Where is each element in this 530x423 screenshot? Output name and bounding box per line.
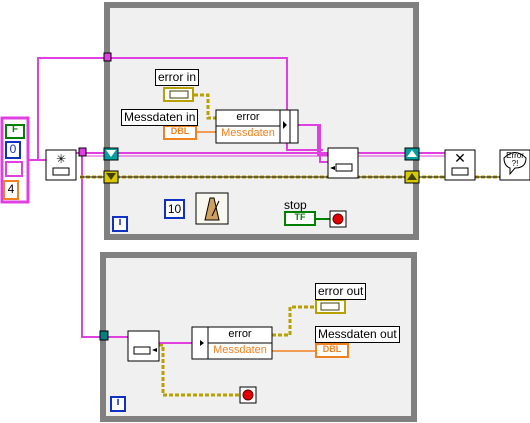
- obtain-queue-node[interactable]: ✳: [45, 149, 77, 181]
- bundle-arrow-icon: [283, 121, 287, 129]
- error-in-terminal[interactable]: [163, 87, 194, 102]
- error-out-label: error out: [315, 283, 367, 300]
- loop1-left-shift-register-arrow: [106, 173, 116, 180]
- loop2-condition-terminal[interactable]: [239, 386, 257, 404]
- loop1-right-shift-register-arrow: [407, 173, 417, 180]
- cluster-numeric-value: 0: [9, 142, 17, 156]
- stop-terminal[interactable]: [284, 211, 316, 226]
- loop2-top-tunnel[interactable]: [78, 147, 87, 157]
- bundle-field-messdaten: Messdaten: [221, 127, 275, 139]
- loop1-iteration-label: i: [118, 216, 122, 228]
- loop1-right-shift-register-up: [407, 150, 417, 157]
- wait-ms-constant[interactable]: [164, 199, 185, 219]
- cluster-bool-text: F: [11, 124, 19, 135]
- stop-label: stop: [284, 198, 307, 212]
- loop1-top-tunnel[interactable]: [103, 52, 112, 62]
- queue-glyph: [52, 167, 70, 176]
- metronome-wait-icon: [204, 197, 220, 221]
- loop2-iteration-label: i: [116, 396, 120, 408]
- messdaten-in-label: Messdaten in: [121, 109, 199, 126]
- unbundle-by-name-node[interactable]: [191, 326, 273, 360]
- messdaten-in-terminal[interactable]: [163, 125, 197, 140]
- queue-enqueue-icon: [335, 163, 353, 172]
- unbundle-field-error: error: [228, 328, 252, 340]
- unbundle-field-messdaten: Messdaten: [213, 344, 267, 356]
- unbundle-arrow-icon: [200, 340, 204, 346]
- enqueue-node[interactable]: [327, 147, 359, 179]
- obtain-queue-icon: ✳: [56, 152, 66, 166]
- messdaten-out-label: Messdaten out: [315, 326, 400, 343]
- stop-terminal-icon: [242, 389, 254, 401]
- error-dialog-node[interactable]: [499, 149, 530, 181]
- error-dialog-text: Error ?!: [506, 151, 524, 168]
- wait-constant-value[interactable]: 10: [167, 202, 182, 216]
- error-dialog-icon: [503, 152, 527, 176]
- loop1-condition-terminal[interactable]: [329, 210, 347, 228]
- loop1-iteration-terminal: [112, 216, 128, 232]
- stop-bool-text: TF: [294, 212, 306, 222]
- size-constant-value: 4: [7, 182, 15, 196]
- release-queue-node[interactable]: ✕: [444, 149, 476, 181]
- dbl-wire: [196, 131, 316, 352]
- loop2-left-tunnel[interactable]: [99, 330, 109, 341]
- bundle-by-name-node[interactable]: [215, 109, 299, 144]
- messdaten-out-indicator[interactable]: [315, 343, 349, 358]
- wait-node[interactable]: [195, 192, 229, 225]
- queue-dequeue-icon: [133, 346, 151, 355]
- messdaten-out-dbl-text: DBL: [322, 344, 342, 354]
- error-out-indicator[interactable]: [315, 299, 346, 314]
- queue-release-icon: ✕: [454, 151, 466, 167]
- bundle-field-error: error: [236, 111, 260, 123]
- loop2-iteration-terminal: [110, 396, 126, 412]
- loop1-left-shift-register-down[interactable]: [106, 150, 116, 157]
- dequeue-node[interactable]: [127, 330, 160, 362]
- size-constant[interactable]: [3, 180, 19, 200]
- stop-terminal-icon: [332, 213, 344, 225]
- error-in-label: error in: [155, 69, 200, 86]
- bundle-output-wire: [298, 124, 328, 163]
- messdaten-in-dbl-text: DBL: [170, 126, 190, 136]
